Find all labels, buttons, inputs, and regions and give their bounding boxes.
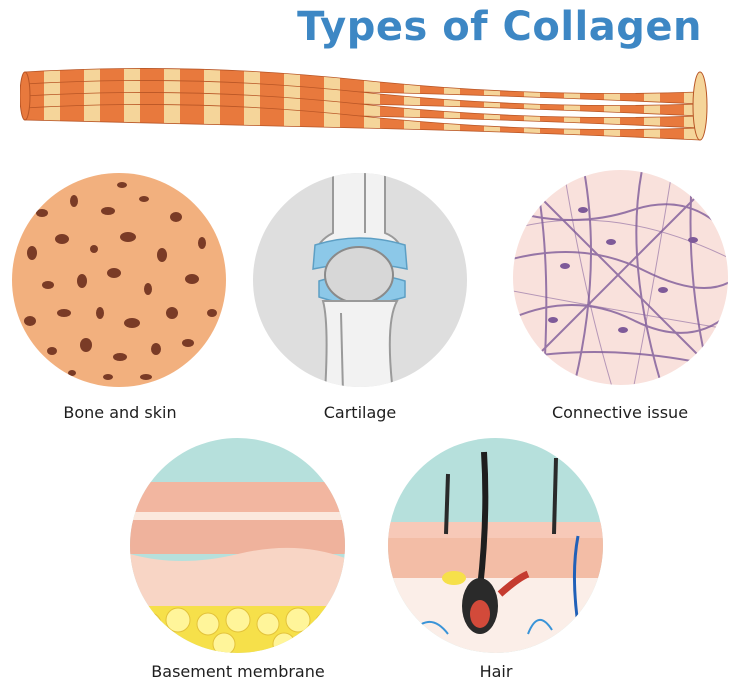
connective-fibers-icon [513, 170, 728, 385]
skin-layers-icon [130, 438, 345, 653]
bone-tissue-icon [12, 173, 226, 387]
collagen-fiber-icon [19, 52, 710, 166]
bone-and-skin-label: Bone and skin [63, 403, 177, 422]
cartilage-label: Cartilage [323, 403, 397, 422]
basement-membrane-label: Basement membrane [151, 662, 325, 681]
page-title: Types of Collagen [297, 4, 702, 50]
knee-joint-icon [253, 173, 467, 387]
hair-follicle-icon [388, 438, 603, 653]
hair-label: Hair [479, 662, 513, 681]
connective-issue-label: Connective issue [551, 403, 689, 422]
